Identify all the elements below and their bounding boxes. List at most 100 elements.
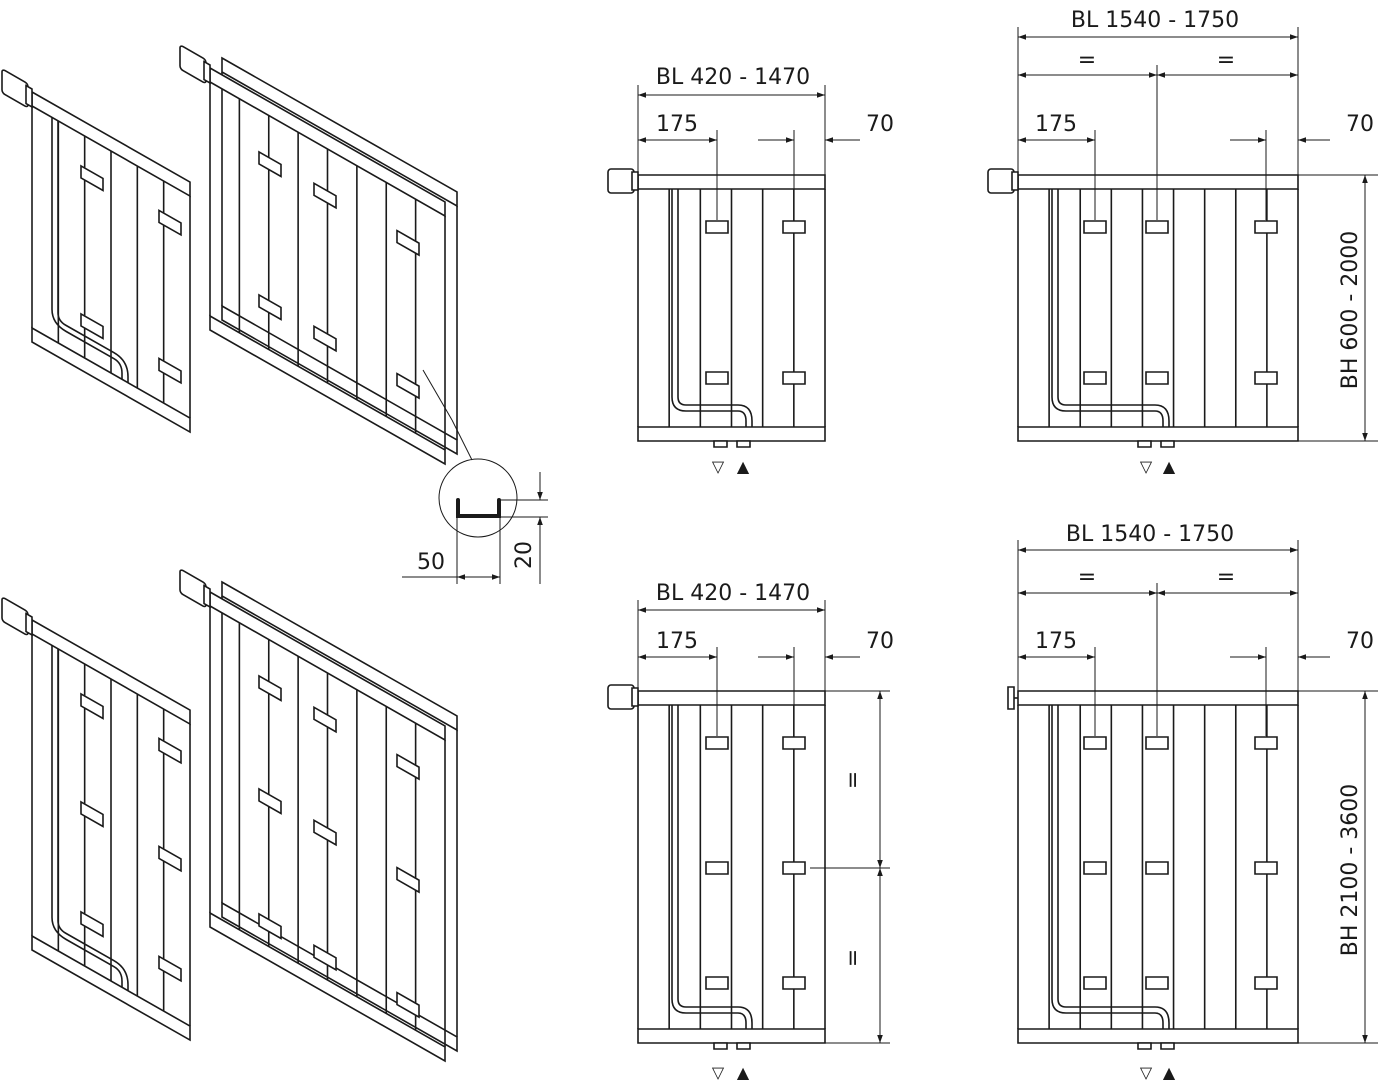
connection-stub [737,441,750,447]
valve-icon [608,169,634,193]
front-elevations [608,169,1298,1049]
wall-bracket [159,358,181,383]
wall-bracket [706,737,728,749]
return-pipe-inner [1058,189,1169,427]
return-pipe [1052,705,1163,1029]
bottom-wide-right-offset: 70 [1346,629,1374,654]
wall-bracket [314,707,336,732]
wall-bracket [314,945,336,970]
valve-icon [2,69,28,108]
top-wide-width-label: BL 1540 - 1750 [1071,8,1239,33]
flow-symbol: ▽ [712,1063,725,1080]
bottom-header-bar [1018,427,1298,441]
isometric-view-top-wide [180,45,445,464]
top-narrow-width-label: BL 420 - 1470 [656,65,810,90]
connection-stub [1161,1043,1174,1049]
isometric-view-bottom-wide [180,569,445,1061]
top-wide-left-offset: 175 [1035,112,1077,137]
connection-stub [1138,441,1151,447]
wall-bracket [259,914,281,939]
wall-bracket [81,912,103,937]
wall-bracket [81,802,103,827]
wall-bracket [1084,221,1106,233]
wall-bracket [314,820,336,845]
bottom-narrow-equal-upper: = [841,771,866,789]
bottom-header-bar [222,903,457,1051]
wall-bracket [1084,372,1106,384]
wall-bracket [706,372,728,384]
top-wide-equal-left: = [1078,48,1096,73]
wall-bracket [159,956,181,981]
bottom-narrow-equal-lower: = [841,949,866,967]
front-view-bottom-narrow [608,685,825,1049]
wall-bracket [1146,737,1168,749]
wall-bracket [397,755,419,780]
top-header-bar [1018,691,1298,705]
valve-nut [26,614,32,635]
detail-circle [438,458,518,538]
connection-stub [1138,1043,1151,1049]
return-pipe [672,189,746,427]
wall-bracket [159,210,181,235]
bottom-wide-equal-left: = [1078,565,1096,590]
wall-bracket [783,737,805,749]
connection-stub [1161,441,1174,447]
bottom-narrow-left-offset: 175 [656,629,698,654]
wall-bracket [259,789,281,814]
valve-icon [180,45,206,84]
valve-icon [180,569,206,608]
valve-nut [204,62,210,83]
return-pipe-inner [58,649,128,991]
bottom-header-bar [32,328,190,432]
wall-bracket [1255,221,1277,233]
connection-stub [714,1043,727,1049]
valve-icon [988,169,1014,193]
wall-bracket [706,862,728,874]
top-wide-height-label: BH 600 - 2000 [1338,231,1363,390]
wall-bracket [314,183,336,208]
valve-icon [608,685,634,709]
bottom-header-bar [32,936,190,1040]
wall-bracket [783,977,805,989]
wall-bracket [314,326,336,351]
dimensions [402,27,1378,1044]
wall-bracket [81,166,103,191]
wall-bracket [81,694,103,719]
bottom-narrow-right-offset: 70 [866,629,894,654]
wall-bracket [1146,862,1168,874]
valve-nut [204,586,210,607]
bottom-header-bar [638,427,825,441]
wall-bracket [1146,372,1168,384]
wall-bracket [397,231,419,256]
wall-bracket [1146,221,1168,233]
bottom-header-bar [1018,1029,1298,1043]
wall-bracket [783,862,805,874]
wall-bracket [783,372,805,384]
front-view-top-wide [988,169,1298,447]
top-header-bar [222,58,457,206]
return-pipe [52,117,122,379]
top-narrow-right-offset: 70 [866,112,894,137]
wall-bracket [1084,862,1106,874]
valve-icon [1008,687,1014,709]
return-symbol: ▲ [737,457,750,476]
isometric-view-top-narrow [2,69,190,432]
wall-bracket [1255,862,1277,874]
bottom-wide-left-offset: 175 [1035,629,1077,654]
wall-bracket [159,738,181,763]
bottom-wide-height-label: BH 2100 - 3600 [1338,784,1363,957]
wall-bracket [706,977,728,989]
isometric-view-top-wide-rear [222,58,457,454]
flow-symbol: ▽ [1140,457,1153,476]
return-pipe-inner [1058,705,1169,1029]
flow-symbol: ▽ [712,457,725,476]
return-pipe [672,705,746,1029]
return-pipe-inner [678,705,752,1029]
bottom-header-bar [222,306,457,454]
wall-bracket [259,676,281,701]
wall-bracket [1084,977,1106,989]
connection-stub [737,1043,750,1049]
front-view-bottom-wide [1008,687,1298,1049]
profile-depth-label: 20 [512,541,537,569]
